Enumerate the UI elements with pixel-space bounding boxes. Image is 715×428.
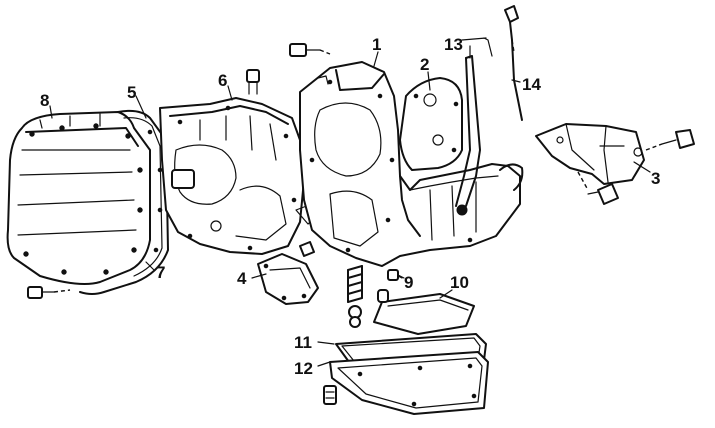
leader-lines bbox=[49, 45, 651, 367]
part-8-housing-cover bbox=[6, 111, 151, 285]
callout-7: 7 bbox=[156, 263, 165, 282]
callout-13: 13 bbox=[444, 35, 463, 54]
callout-11: 11 bbox=[294, 333, 312, 352]
callout-9: 9 bbox=[404, 273, 413, 292]
bolt-middle bbox=[299, 241, 315, 257]
callout-3: 3 bbox=[651, 169, 660, 188]
part-7-gasket bbox=[79, 109, 169, 295]
part-5-6-intermediate-housing bbox=[159, 97, 321, 255]
callout-2: 2 bbox=[420, 55, 429, 74]
plug-top bbox=[246, 69, 260, 95]
spring-and-cup bbox=[347, 265, 363, 328]
callout-8: 8 bbox=[40, 91, 49, 110]
part-4-cover-plate bbox=[257, 253, 319, 305]
part-14-dipstick bbox=[504, 5, 523, 121]
callout-10: 10 bbox=[450, 273, 469, 292]
part-9-plug bbox=[387, 269, 405, 281]
callout-6: 6 bbox=[218, 71, 227, 90]
callout-5: 5 bbox=[127, 83, 136, 102]
bolt-bracket-right bbox=[645, 129, 695, 151]
bolt-bracket-lower bbox=[577, 171, 619, 205]
part-3-mount-bracket bbox=[535, 123, 645, 185]
callout-12: 12 bbox=[294, 359, 313, 378]
part-1-main-case bbox=[299, 61, 524, 267]
part-12-oil-pan bbox=[329, 351, 489, 415]
bolt-top bbox=[289, 43, 331, 57]
pan-bolt bbox=[323, 385, 337, 405]
part-2-end-cover bbox=[399, 77, 463, 171]
callout-4: 4 bbox=[237, 269, 247, 288]
callout-1: 1 bbox=[372, 35, 381, 54]
bolt-lower-left bbox=[27, 286, 71, 299]
part-10-strainer bbox=[373, 289, 475, 335]
callout-14: 14 bbox=[522, 75, 541, 94]
